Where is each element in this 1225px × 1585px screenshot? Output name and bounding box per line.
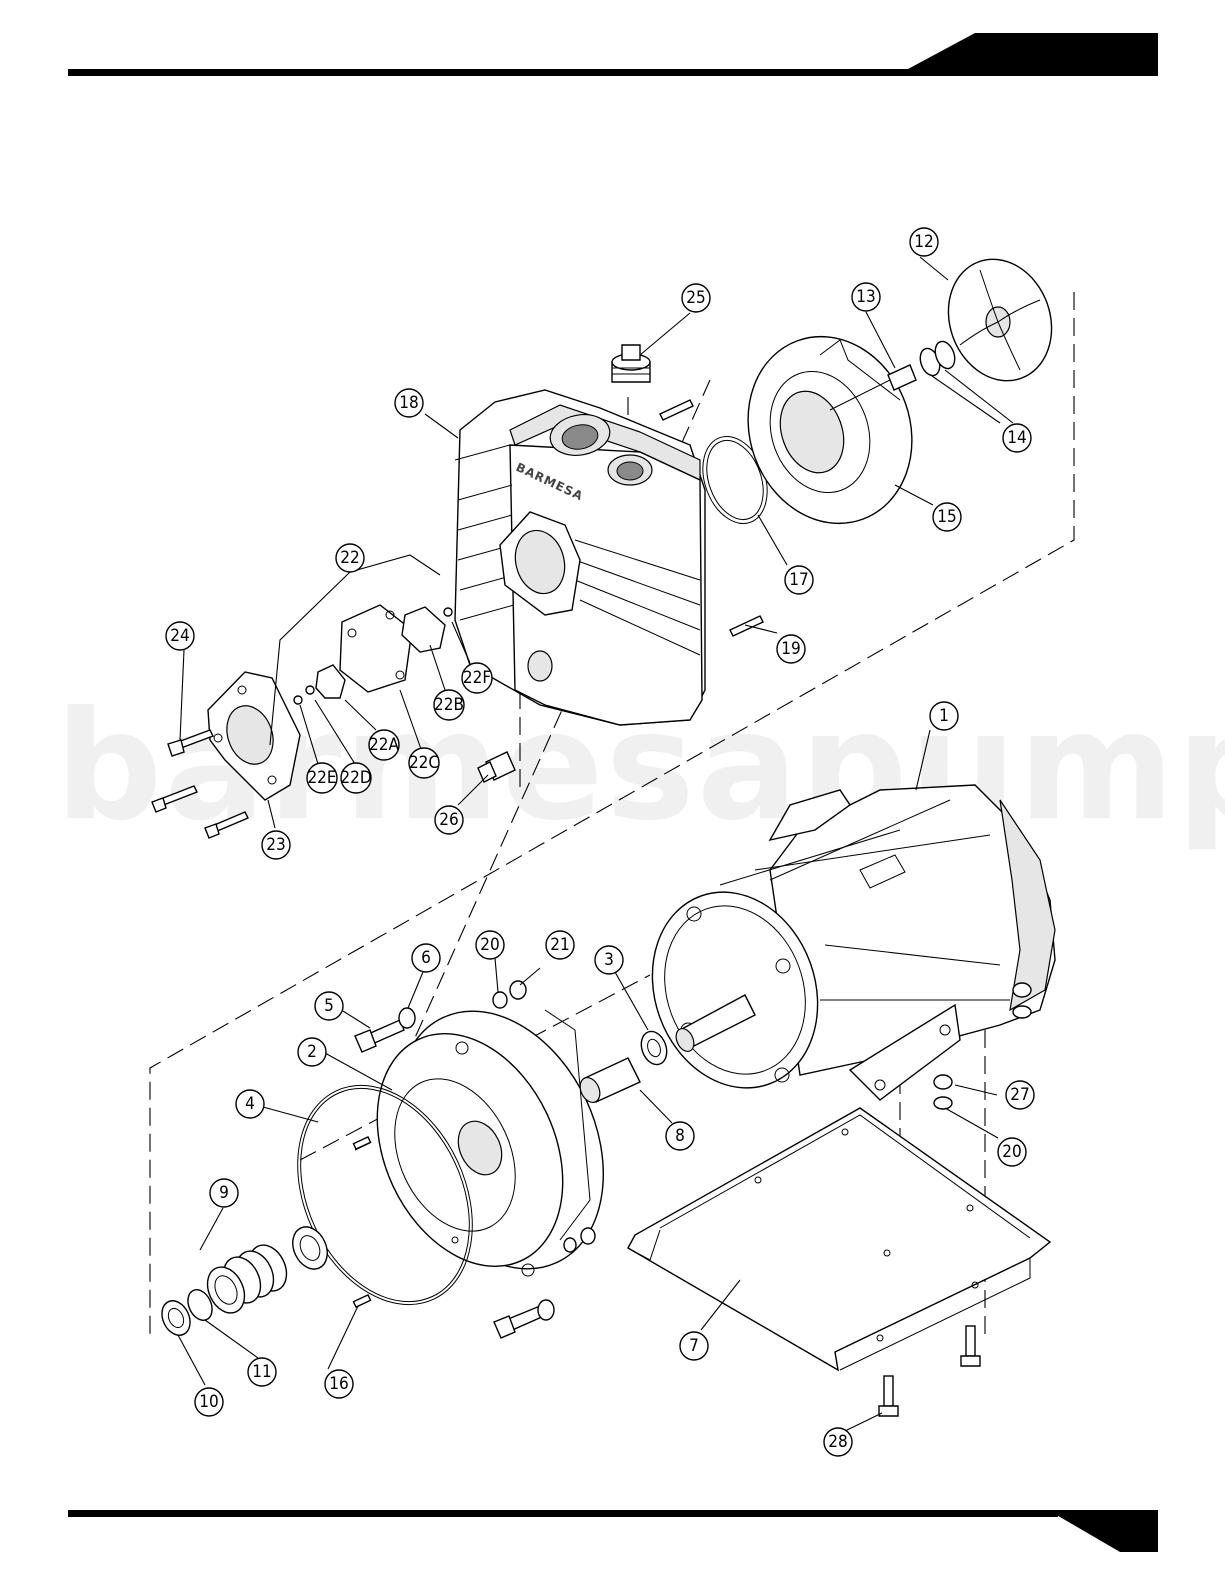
callout-27: 27 — [1006, 1081, 1034, 1109]
svg-text:26: 26 — [439, 810, 458, 830]
svg-text:20: 20 — [480, 935, 499, 955]
svg-text:3: 3 — [604, 950, 614, 970]
svg-text:27: 27 — [1010, 1085, 1029, 1105]
callout-22e: 22E — [307, 763, 337, 793]
svg-text:28: 28 — [828, 1432, 847, 1452]
callout-3: 3 — [595, 946, 623, 974]
callout-11: 11 — [248, 1358, 276, 1386]
callout-22c: 22C — [409, 748, 439, 778]
callout-20: 20 — [476, 931, 504, 959]
callout-28: 28 — [824, 1428, 852, 1456]
svg-text:18: 18 — [399, 393, 418, 413]
svg-text:22E: 22E — [307, 768, 336, 788]
svg-text:12: 12 — [914, 232, 933, 252]
water-slinger-part — [637, 1028, 671, 1068]
mechanical-seal-part — [200, 1221, 333, 1319]
svg-text:16: 16 — [329, 1374, 348, 1394]
svg-text:7: 7 — [689, 1336, 699, 1356]
svg-text:22C: 22C — [409, 753, 439, 773]
callout-8: 8 — [666, 1122, 694, 1150]
seal-seat-part — [157, 1286, 217, 1340]
callout-12: 12 — [910, 228, 938, 256]
svg-text:21: 21 — [550, 935, 569, 955]
callout-5: 5 — [315, 992, 343, 1020]
callout-4: 4 — [236, 1090, 264, 1118]
callout-23: 23 — [262, 831, 290, 859]
callout-13: 13 — [852, 283, 880, 311]
header-bar — [68, 33, 1158, 76]
dowel-pin-part — [353, 1137, 370, 1307]
svg-text:22F: 22F — [463, 668, 491, 688]
svg-text:22: 22 — [340, 548, 359, 568]
svg-text:5: 5 — [324, 996, 334, 1016]
svg-text:19: 19 — [781, 639, 800, 659]
callout-22d: 22D — [340, 763, 371, 793]
svg-text:25: 25 — [686, 288, 705, 308]
fill-plug-part — [612, 345, 650, 382]
svg-text:13: 13 — [856, 287, 875, 307]
svg-text:22B: 22B — [434, 695, 464, 715]
callout-26: 26 — [435, 806, 463, 834]
svg-text:17: 17 — [789, 570, 808, 590]
callout-7: 7 — [680, 1332, 708, 1360]
svg-text:22D: 22D — [340, 768, 371, 788]
callout-14: 14 — [1003, 424, 1031, 452]
volute-casing-part — [722, 313, 937, 546]
svg-text:6: 6 — [421, 948, 431, 968]
base-bolt-part — [879, 1326, 980, 1416]
footer-bar — [68, 1510, 1158, 1552]
callout-25: 25 — [682, 284, 710, 312]
svg-text:14: 14 — [1007, 428, 1026, 448]
callout-15: 15 — [933, 503, 961, 531]
callout-22f: 22F — [462, 663, 492, 693]
svg-text:10: 10 — [199, 1392, 218, 1412]
base-plate-part — [628, 1108, 1050, 1370]
svg-text:20: 20 — [1002, 1142, 1021, 1162]
svg-text:15: 15 — [937, 507, 956, 527]
svg-text:4: 4 — [245, 1094, 255, 1114]
svg-text:8: 8 — [675, 1126, 685, 1146]
svg-text:1: 1 — [939, 706, 949, 726]
callout-19: 19 — [777, 635, 805, 663]
callout-22: 22 — [336, 544, 364, 572]
callout-1: 1 — [930, 702, 958, 730]
svg-text:9: 9 — [219, 1183, 229, 1203]
nut-washer-part — [493, 981, 526, 1008]
callout-22a: 22A — [369, 730, 399, 760]
svg-text:2: 2 — [307, 1042, 317, 1062]
svg-text:11: 11 — [252, 1362, 271, 1382]
svg-text:24: 24 — [170, 626, 189, 646]
callout-6: 6 — [412, 944, 440, 972]
impeller-nut-part — [888, 339, 958, 390]
svg-text:22A: 22A — [369, 735, 399, 755]
callout-2: 2 — [298, 1038, 326, 1066]
shaft-sleeve-part — [576, 1058, 640, 1106]
svg-text:23: 23 — [266, 835, 285, 855]
callout-18: 18 — [395, 389, 423, 417]
callout-10: 10 — [195, 1388, 223, 1416]
callout-9: 9 — [210, 1179, 238, 1207]
impeller-part — [932, 245, 1068, 396]
pump-housing-part: BARMESA — [455, 390, 705, 725]
callout-24: 24 — [166, 622, 194, 650]
callout-20b: 20 — [998, 1138, 1026, 1166]
callout-22b: 22B — [434, 690, 464, 720]
callout-16: 16 — [325, 1370, 353, 1398]
callout-17: 17 — [785, 566, 813, 594]
callout-21: 21 — [546, 931, 574, 959]
